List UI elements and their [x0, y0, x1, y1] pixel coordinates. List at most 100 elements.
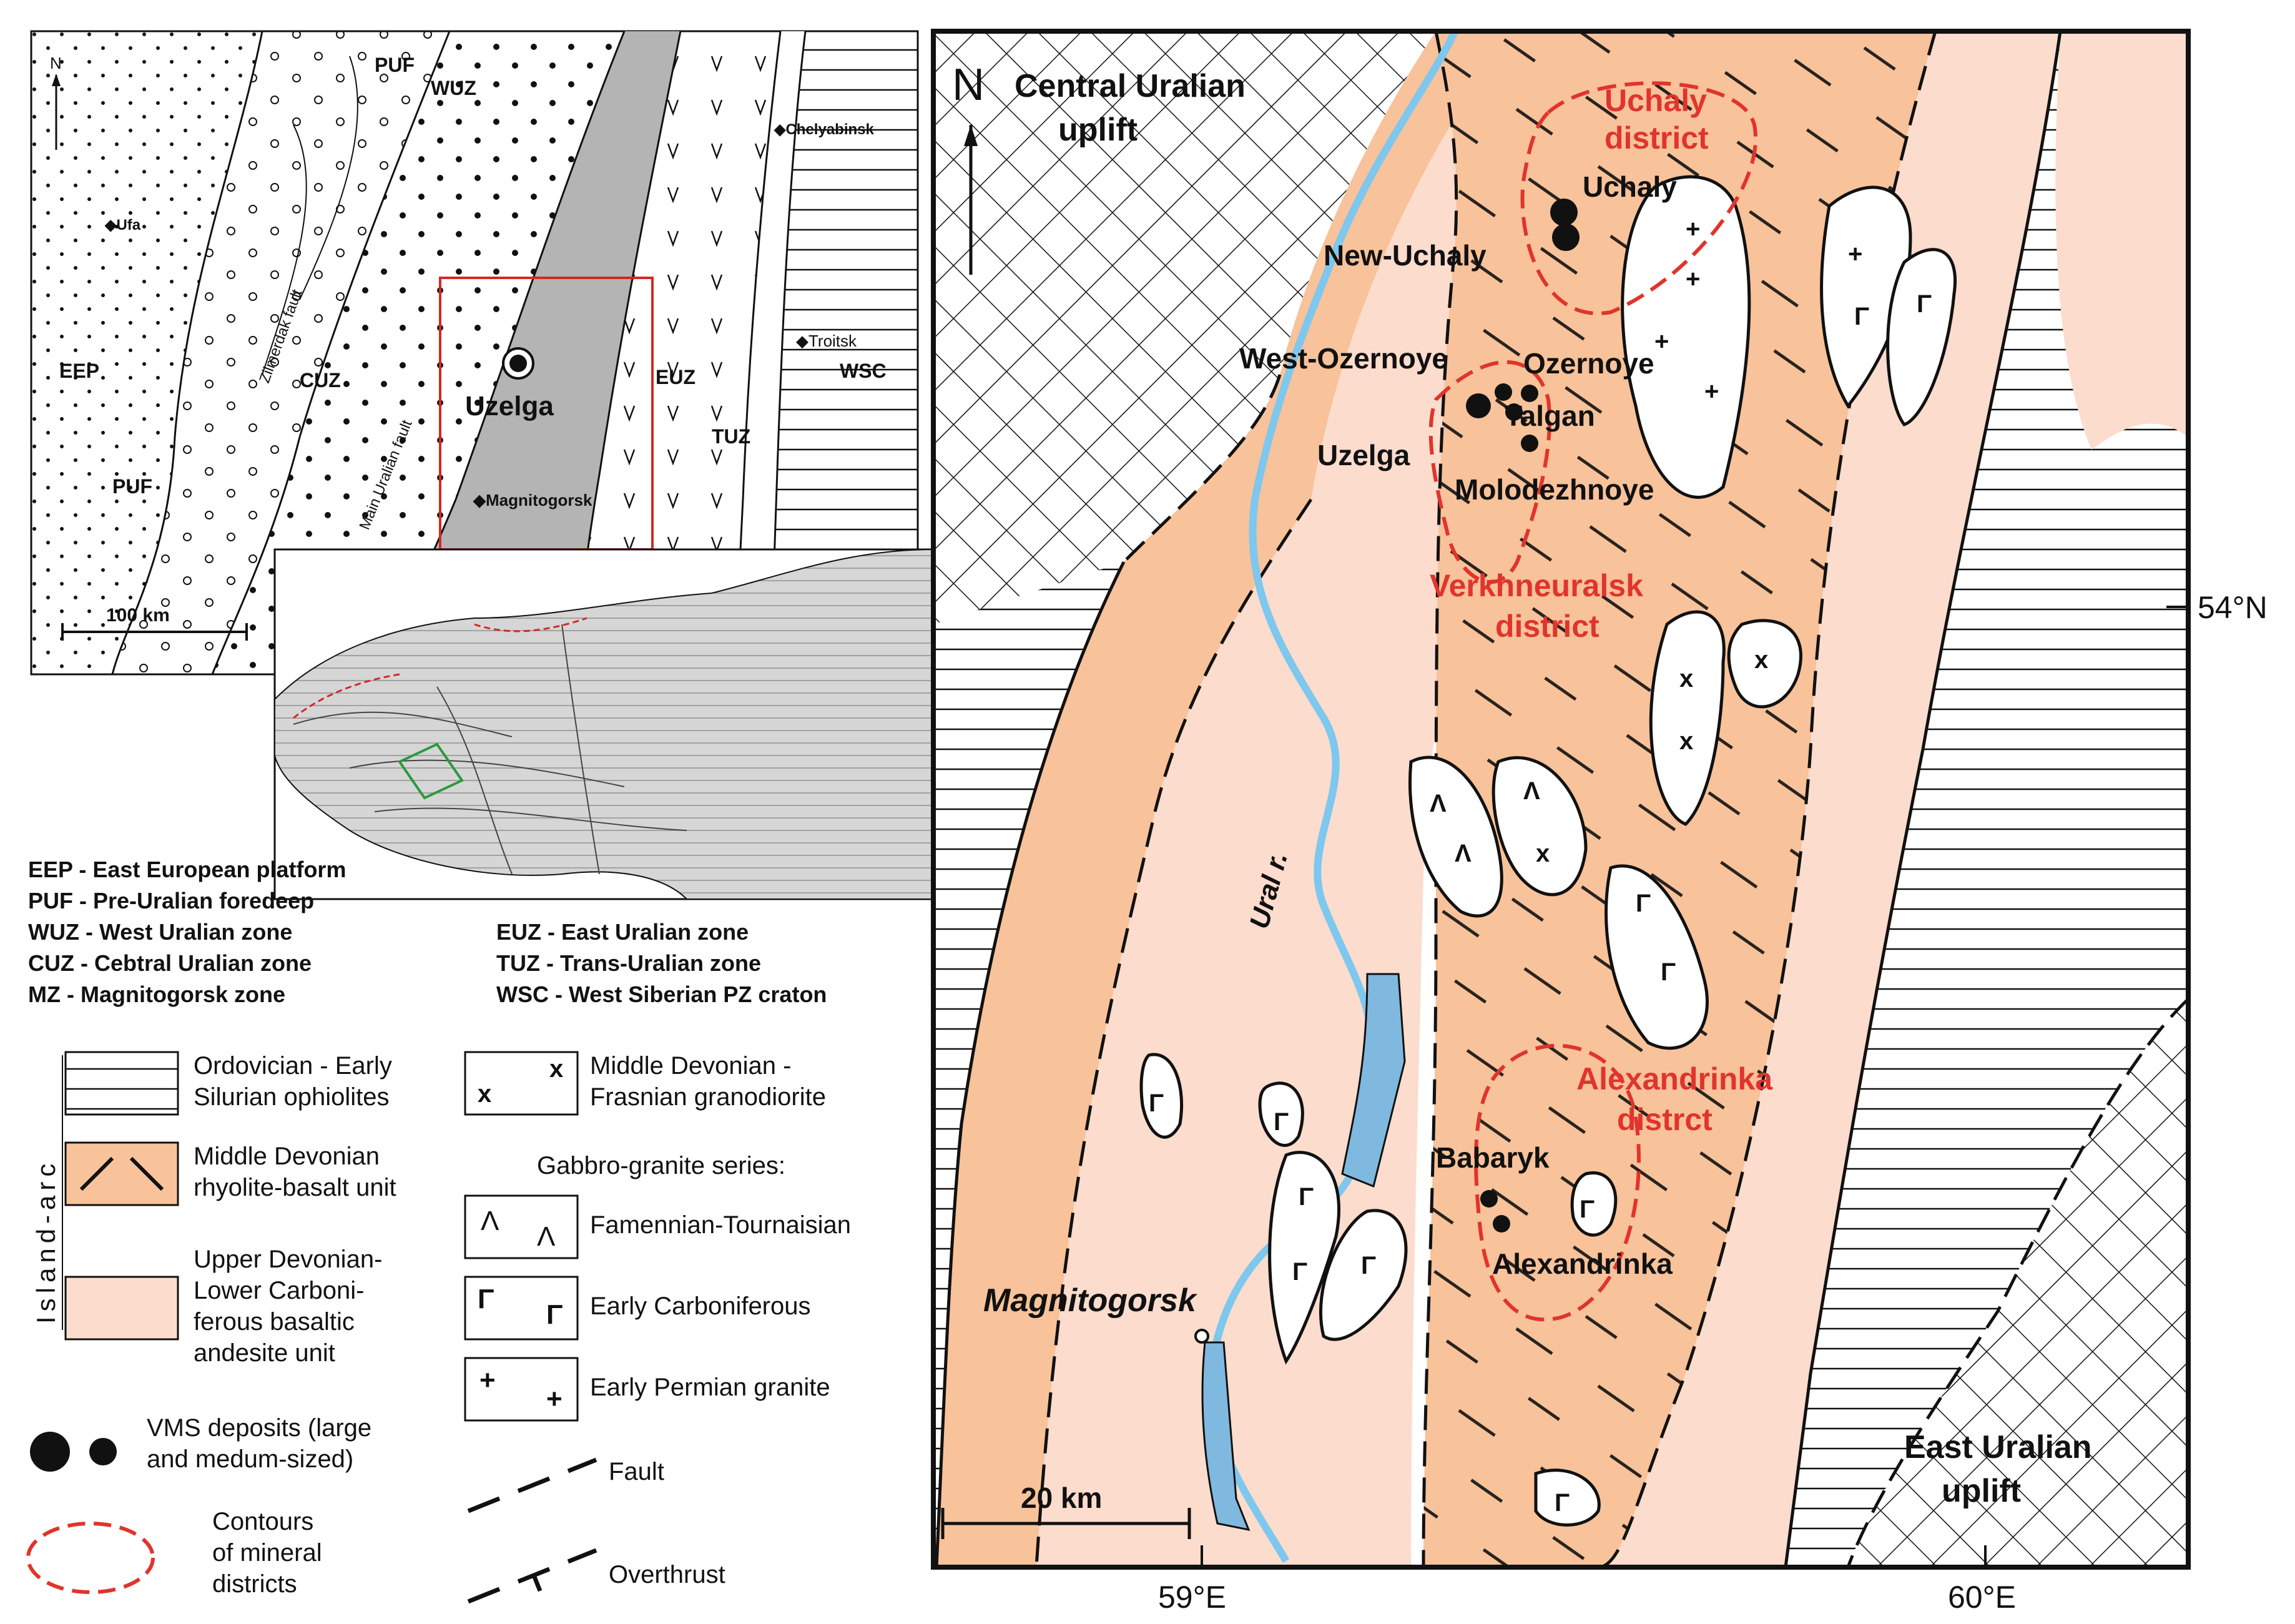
legend-carboniferous-label: Early Carboniferous: [590, 1292, 811, 1320]
overview-uzelga-label: Uzelga: [465, 391, 554, 421]
symbol-gamma: Γ: [1580, 1196, 1595, 1223]
legend-andesite-line2: Lower Carboni-: [194, 1277, 364, 1304]
legend-andesite-line3: ferous basaltic: [194, 1308, 355, 1336]
symbol-caret: Λ: [1455, 840, 1472, 867]
central-uplift-label-line2: uplift: [1058, 112, 1138, 148]
city-troitsk: ◆Troitsk: [796, 332, 857, 350]
carboniferous-body-6: [1570, 1171, 1618, 1237]
legend-permian-symbol: +: [479, 1365, 496, 1395]
main-scale-label: 20 km: [1021, 1482, 1102, 1514]
granite-body-2: [1621, 175, 1751, 499]
puf-zone: [112, 31, 450, 674]
legend-swatch-permian-granite: [464, 1357, 579, 1422]
symbol-gamma: Γ: [1361, 1252, 1376, 1279]
deposit-label-molodezhnoye: Molodezhnoye: [1455, 473, 1654, 506]
legend-overthrust-swatch: [567, 1548, 597, 1564]
uchaly-district-label-line1: Uchaly: [1605, 83, 1707, 118]
legend-permian-label: Early Permian granite: [590, 1374, 830, 1401]
overview-scale-label: 100 km: [106, 605, 170, 626]
main-map: + + + + + Γ Γ x x x Λ Λ Λ x Γ Γ Γ Γ Γ Γ …: [931, 29, 2191, 1570]
carboniferous-body-7: [1534, 1469, 1601, 1527]
symbol-cross: x: [1536, 840, 1550, 867]
abbr-puf: PUF - Pre-Uralian foredeep: [28, 888, 314, 913]
granodiorite-body-1: [1649, 610, 1726, 826]
verkhneuralsk-district-contour: [1428, 360, 1551, 584]
deposit-label-ozernoye: Ozernoye: [1523, 347, 1654, 380]
reservoir-south: [1201, 1341, 1251, 1532]
symbol-plus: +: [1704, 378, 1719, 405]
main-map-frame: [931, 29, 2191, 1570]
legend-granodiorite-symbol: x: [549, 1055, 563, 1083]
symbol-cross: x: [1679, 727, 1693, 755]
abbreviation-list: EEP - East European platform PUF - Pre-U…: [28, 857, 827, 1007]
east-uplift-label-line2: uplift: [1942, 1473, 2021, 1509]
east-uralian-uplift: [1848, 999, 2188, 1567]
deposit-label-babaryk: Babaryk: [1436, 1141, 1550, 1174]
symbol-gamma: Γ: [1299, 1183, 1314, 1211]
abbr-wsc: WSC - West Siberian PZ craton: [496, 982, 827, 1007]
deposit-marker-uzelga: [1466, 393, 1491, 418]
legend-granodiorite-line2: Frasnian granodiorite: [590, 1083, 826, 1111]
zone-label-wuz: WUZ: [431, 77, 476, 99]
overview-north-label: N: [50, 54, 62, 72]
lon-label-60e: 60°E: [1948, 1580, 2016, 1615]
legend-overthrust-label: Overthrust: [609, 1561, 725, 1588]
carboniferous-body-3: [1258, 1081, 1304, 1147]
symbol-gamma: Γ: [1854, 303, 1869, 330]
zone-label-puf-top: PUF: [375, 54, 415, 76]
deposit-label-talgan: Talgan: [1505, 400, 1595, 432]
carboniferous-body-4: [1268, 1151, 1340, 1365]
carboniferous-body-5: [1319, 1209, 1408, 1341]
deposit-marker-molodezhnoye: [1521, 435, 1538, 452]
main-north-label: N: [952, 60, 985, 110]
legend-ophiolites-line1: Ordovician - Early: [194, 1052, 392, 1080]
verkhneuralsk-district-label-line1: Verkhneuralsk: [1430, 568, 1643, 603]
legend-carboniferous-symbol: Γ: [546, 1299, 563, 1330]
symbol-gamma: Γ: [1636, 890, 1651, 917]
wsc-zone: [768, 31, 918, 674]
legend-famennian-symbol: Λ: [537, 1221, 556, 1252]
legend-swatch-basaltic-andesite: [64, 1276, 179, 1341]
famennian-body-1: [1408, 755, 1503, 918]
deposit-marker-babaryk: [1480, 1190, 1498, 1208]
zone-label-tuz: TUZ: [712, 425, 750, 448]
alexandrinka-district-contour: [1474, 1043, 1641, 1322]
zone-label-eep: EEP: [59, 360, 99, 382]
legend-vms-line2: and medum-sized): [147, 1445, 353, 1473]
legend-ophiolites-line2: Silurian ophiolites: [194, 1083, 390, 1111]
deposit-label-alexandrinka: Alexandrinka: [1492, 1248, 1673, 1280]
legend-contours-line3: districts: [212, 1570, 297, 1598]
deposit-label-uzelga: Uzelga: [1317, 439, 1410, 471]
legend-rhyolite-line2: rhyolite-basalt unit: [194, 1174, 396, 1201]
legend-contour-swatch: [26, 1522, 155, 1594]
symbol-gamma: Γ: [1274, 1108, 1289, 1136]
ural-river: [1207, 29, 1458, 1563]
legend-vms-large: [30, 1432, 70, 1472]
basaltic-andesite-east: [1598, 31, 2060, 1567]
abbr-eep: EEP - East European platform: [28, 857, 346, 882]
zone-label-euz: EUZ: [656, 366, 695, 388]
deposit-label-new-uchaly: New-Uchaly: [1324, 239, 1487, 272]
deposit-label-uchaly: Uchaly: [1583, 170, 1677, 203]
alexandrinka-district-label-line1: Alexandrinka: [1576, 1061, 1773, 1096]
abbr-tuz: TUZ - Trans-Uralian zone: [496, 950, 761, 976]
alexandrinka-district-label-line2: distrct: [1617, 1102, 1713, 1137]
legend-andesite-line4: andesite unit: [194, 1339, 335, 1367]
symbol-plus: +: [1848, 240, 1862, 268]
city-magnitogorsk-overview: ◆Magnitogorsk: [473, 491, 592, 509]
euz-zone: [574, 31, 780, 674]
legend-vms-line1: VMS deposits (large: [147, 1414, 371, 1442]
legend-famennian-label: Famennian-Tournaisian: [590, 1211, 851, 1239]
russia-inset: [273, 548, 935, 900]
symbol-caret: Λ: [1430, 790, 1447, 817]
zone-label-wsc: WSC: [840, 360, 887, 382]
uchaly-district-label-line2: district: [1605, 121, 1709, 155]
carboniferous-body-1: [1605, 864, 1709, 1050]
granodiorite-body-2: [1727, 619, 1802, 709]
cuz-zone: [212, 31, 624, 674]
symbol-caret: Λ: [1523, 777, 1540, 805]
legend-permian-symbol: +: [546, 1384, 563, 1414]
legend-gabbro-series-title: Gabbro-granite series:: [537, 1152, 785, 1179]
magnitogorsk-marker: [1194, 1329, 1209, 1344]
central-uralian-uplift: [933, 31, 1436, 624]
